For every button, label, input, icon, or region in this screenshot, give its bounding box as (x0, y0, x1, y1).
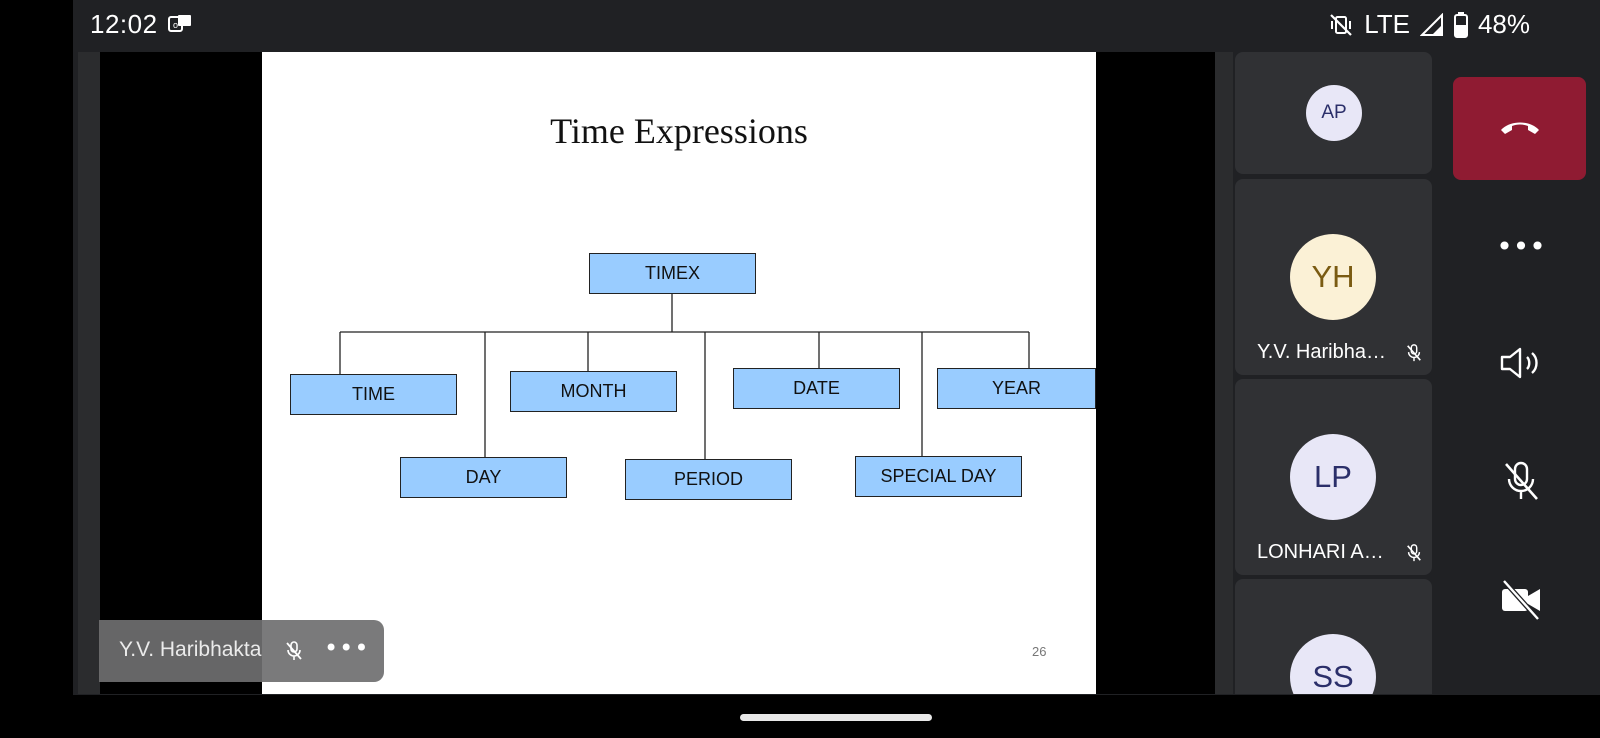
presentation-stage: Time Expressions TIMEX T (78, 52, 1233, 694)
mic-muted-icon (284, 640, 304, 666)
mic-off-icon (1501, 459, 1541, 507)
mic-muted-icon (1405, 343, 1423, 367)
avatar: LP (1290, 434, 1376, 520)
avatar: YH (1290, 234, 1376, 320)
end-call-icon (1498, 117, 1542, 141)
diagram-node-root: TIMEX (589, 253, 756, 294)
end-call-button[interactable] (1453, 77, 1586, 180)
microphone-toggle[interactable] (1476, 457, 1566, 509)
avatar: AP (1306, 85, 1362, 141)
notification-icon: o (168, 14, 192, 34)
battery-icon (1453, 11, 1468, 38)
status-time: 12:02 (90, 9, 158, 39)
speaker-button[interactable] (1476, 340, 1566, 390)
diagram-node-day: DAY (400, 457, 567, 498)
diagram-node-time: TIME (290, 374, 457, 415)
participants-strip[interactable]: AP YH Y.V. Haribha… LP LONHARI A… SS (1235, 52, 1435, 694)
speaker-more-options[interactable]: ••• (324, 634, 370, 662)
slide: Time Expressions TIMEX T (262, 52, 1096, 694)
participant-name: LONHARI A… (1257, 541, 1384, 563)
avatar-initials: AP (1321, 102, 1347, 123)
stage-side-strip (1215, 52, 1233, 694)
diagram-node-year: YEAR (937, 368, 1096, 409)
battery-level: 48% (1477, 9, 1530, 39)
diagram-node-special-day: SPECIAL DAY (855, 456, 1022, 497)
diagram-node-month: MONTH (510, 371, 677, 412)
call-controls: ••• (1436, 52, 1600, 694)
avatar: SS (1290, 634, 1376, 694)
mic-muted-icon (1405, 543, 1423, 567)
speaker-icon (1499, 345, 1543, 385)
avatar-initials: SS (1312, 659, 1354, 694)
participant-tile[interactable]: AP (1235, 52, 1432, 174)
diagram-node-date: DATE (733, 368, 900, 409)
more-options-button[interactable]: ••• (1476, 222, 1566, 270)
avatar-initials: YH (1311, 259, 1355, 294)
vibrate-off-icon (1328, 12, 1354, 38)
camera-toggle[interactable] (1476, 575, 1566, 627)
shared-screen: Time Expressions TIMEX T (99, 52, 1232, 694)
participant-name: Y.V. Haribha… (1257, 341, 1386, 363)
more-options-icon: ••• (1496, 229, 1546, 263)
participant-tile[interactable]: SS (1235, 579, 1432, 694)
slide-title: Time Expressions (550, 111, 808, 151)
active-speaker-name: Y.V. Haribhakta (119, 638, 262, 661)
network-type: LTE (1364, 9, 1410, 39)
phone-screen: 12:02 o LTE 48% Time Expressions (73, 0, 1600, 695)
gesture-navigation-handle[interactable] (740, 714, 932, 721)
status-bar: 12:02 o LTE 48% (73, 0, 1600, 52)
signal-icon (1419, 12, 1444, 37)
active-speaker-label[interactable]: Y.V. Haribhakta ••• (99, 620, 384, 682)
participant-tile[interactable]: YH Y.V. Haribha… (1235, 179, 1432, 375)
svg-text:o: o (173, 20, 178, 30)
diagram-connectors (339, 294, 1030, 459)
avatar-initials: LP (1314, 459, 1352, 494)
diagram-node-period: PERIOD (625, 459, 792, 500)
camera-off-icon (1498, 577, 1544, 625)
participant-tile[interactable]: LP LONHARI A… (1235, 379, 1432, 575)
status-indicators: LTE 48% (1328, 9, 1530, 40)
slide-page-number: 26 (1032, 644, 1047, 659)
